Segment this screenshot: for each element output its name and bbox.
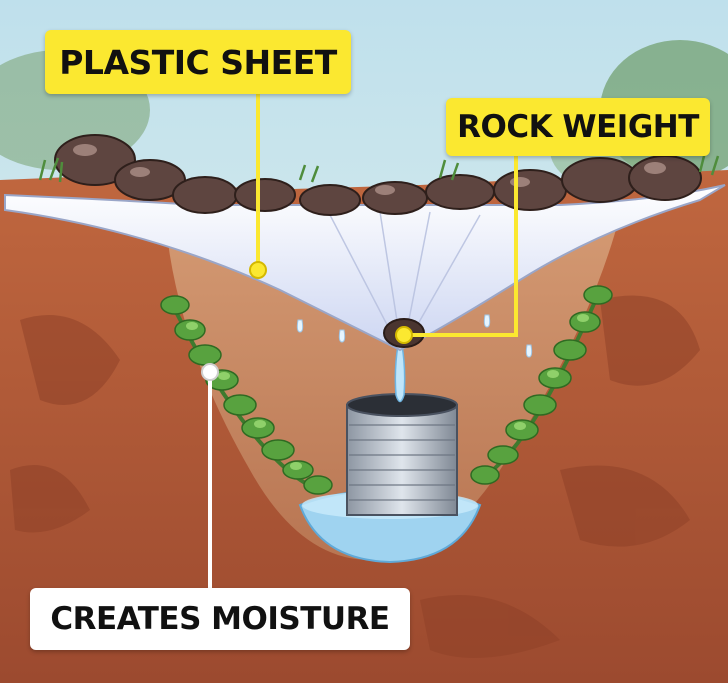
rim-rocks [54, 134, 702, 216]
left-plants [160, 295, 333, 495]
collection-can [346, 393, 458, 516]
soil-texture [10, 295, 700, 658]
rock-weight-label: ROCK WEIGHT [446, 98, 710, 156]
plastic-sheet-label: PLASTIC SHEET [45, 30, 351, 94]
plastic-sheet-marker [249, 261, 267, 279]
leader-lines [256, 94, 518, 337]
moisture-marker [201, 363, 219, 381]
condensation-drops [296, 314, 533, 358]
creates-moisture-label: CREATES MOISTURE [30, 588, 410, 650]
water-drip [394, 344, 406, 403]
rock-weight-marker [395, 326, 413, 344]
grass-tufts [38, 151, 720, 183]
right-plants [470, 285, 613, 485]
pit [165, 215, 620, 560]
